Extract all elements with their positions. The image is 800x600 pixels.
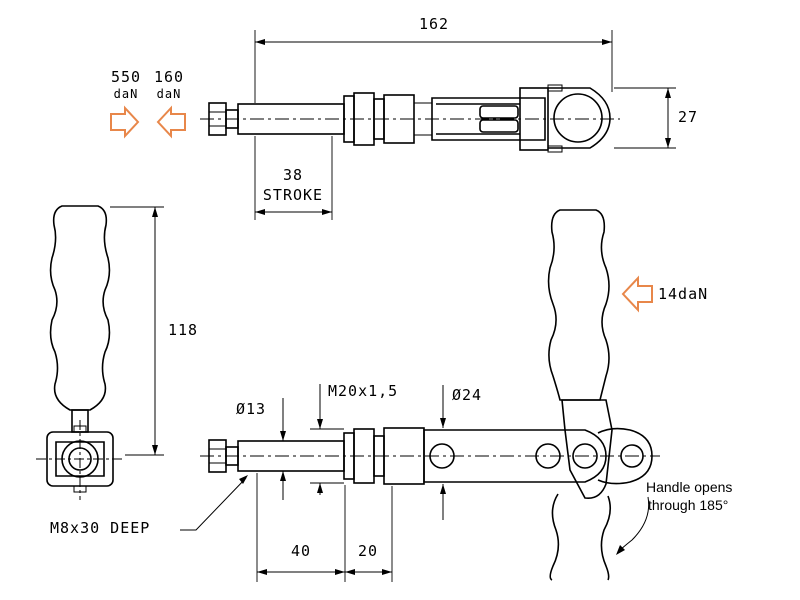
dim-stroke-word: STROKE [263,186,323,204]
side-handle-open-right [600,495,612,581]
dim-overall-length: 162 [419,15,449,33]
force-pull-unit: daN [157,87,182,101]
handle-force-arrow-icon [621,275,653,313]
handle-force-label: 14daN [658,285,708,303]
dim-dia-24: Ø24 [452,386,482,404]
thread-spec: M20x1,5 [328,382,398,400]
dim-40: 40 [291,542,311,560]
force-push-unit: daN [114,87,139,101]
top-link [431,97,546,141]
pull-arrow-icon [156,105,186,139]
top-handle-knob [553,93,603,143]
side-handle-open-left [549,493,560,581]
push-arrow-icon [110,105,140,139]
top-view: 162 27 38 STROKE 550 daN 160 daN [110,15,698,220]
tapped-hole-label: M8x30 DEEP [50,519,150,537]
dim-20: 20 [358,542,378,560]
side-handle-arm [561,399,613,500]
force-pull-value: 160 [154,68,184,86]
side-pivot-3 [572,443,598,469]
handle-note-line2: through 185° [648,497,728,513]
dim-height: 27 [678,108,698,126]
end-handle-grip [49,205,111,411]
force-push-value: 550 [111,68,141,86]
handle-note-line1: Handle opens [646,479,732,495]
dim-handle-height: 118 [168,321,198,339]
side-handle-grip [547,209,610,401]
dim-dia-13: Ø13 [236,400,266,418]
side-view: Ø13 M20x1,5 Ø24 M8x30 DEEP 40 [50,209,732,582]
end-view: 118 [36,205,198,500]
dim-stroke-value: 38 [283,166,303,184]
